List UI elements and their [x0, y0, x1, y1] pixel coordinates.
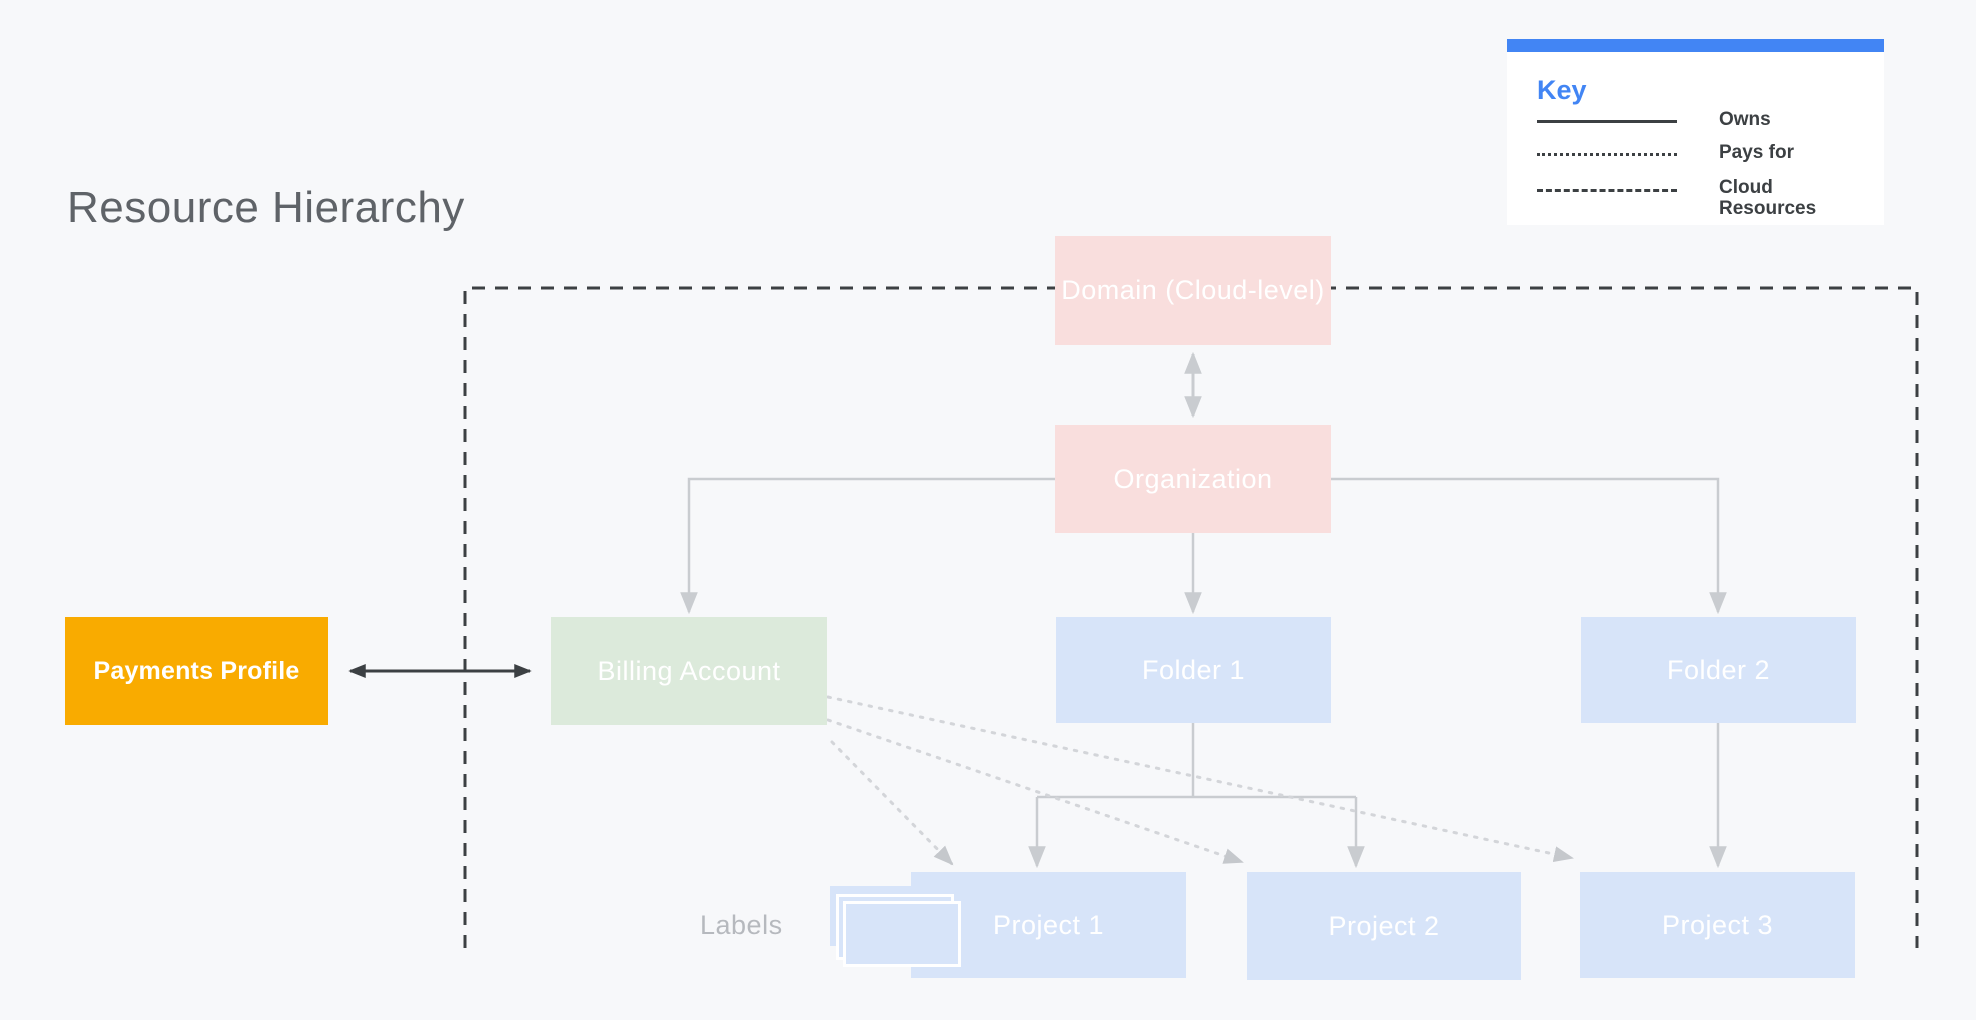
node-domain-label: Domain (Cloud-level)	[1061, 275, 1325, 305]
org-to-folder2-connector	[1331, 477, 1727, 615]
folder1-branch-stem	[1037, 723, 1356, 799]
node-folder-2-label: Folder 2	[1666, 654, 1771, 685]
node-project-1-label: Project 1	[992, 909, 1105, 940]
legend-solid-line-sample	[1537, 120, 1677, 123]
node-payments-profile-label: Payments Profile	[93, 656, 300, 685]
node-billing-account-label: Billing Account	[597, 655, 781, 686]
node-folder-1-label: Folder 1	[1141, 654, 1246, 685]
node-folder-2: Folder 2	[1581, 617, 1856, 723]
legend-accent-bar	[1507, 39, 1884, 52]
labels-stack-card-front	[843, 901, 961, 967]
legend-dashed-line-sample	[1537, 189, 1677, 192]
node-folder-1: Folder 1	[1056, 617, 1331, 723]
labels-stack-icon	[830, 886, 964, 968]
node-project-3: Project 3	[1580, 872, 1855, 978]
legend-card: Key Owns Pays for Cloud Resources	[1507, 39, 1884, 225]
legend-dotted-line-sample	[1537, 153, 1677, 156]
org-to-billing-connector	[680, 477, 1055, 615]
page-title: Resource Hierarchy	[67, 183, 465, 232]
legend-label-owns: Owns	[1719, 109, 1771, 130]
node-project-3-label: Project 3	[1661, 909, 1774, 940]
node-project-2-label: Project 2	[1328, 910, 1440, 941]
node-organization: Organization	[1055, 425, 1331, 533]
node-project-2: Project 2	[1247, 872, 1521, 980]
node-billing-account: Billing Account	[551, 617, 827, 725]
billing-pays-project3-ray	[826, 695, 1574, 863]
node-payments-profile: Payments Profile	[65, 617, 328, 725]
billing-pays-project1-ray	[830, 740, 954, 866]
labels-caption: Labels	[700, 910, 783, 940]
billing-pays-project2-ray	[826, 718, 1244, 864]
legend-heading: Key	[1537, 75, 1587, 105]
node-organization-label: Organization	[1113, 463, 1273, 494]
node-domain: Domain (Cloud-level)	[1055, 236, 1331, 345]
legend-label-cloud-resources: Cloud Resources	[1719, 177, 1817, 219]
legend-label-pays-for: Pays for	[1719, 142, 1794, 163]
